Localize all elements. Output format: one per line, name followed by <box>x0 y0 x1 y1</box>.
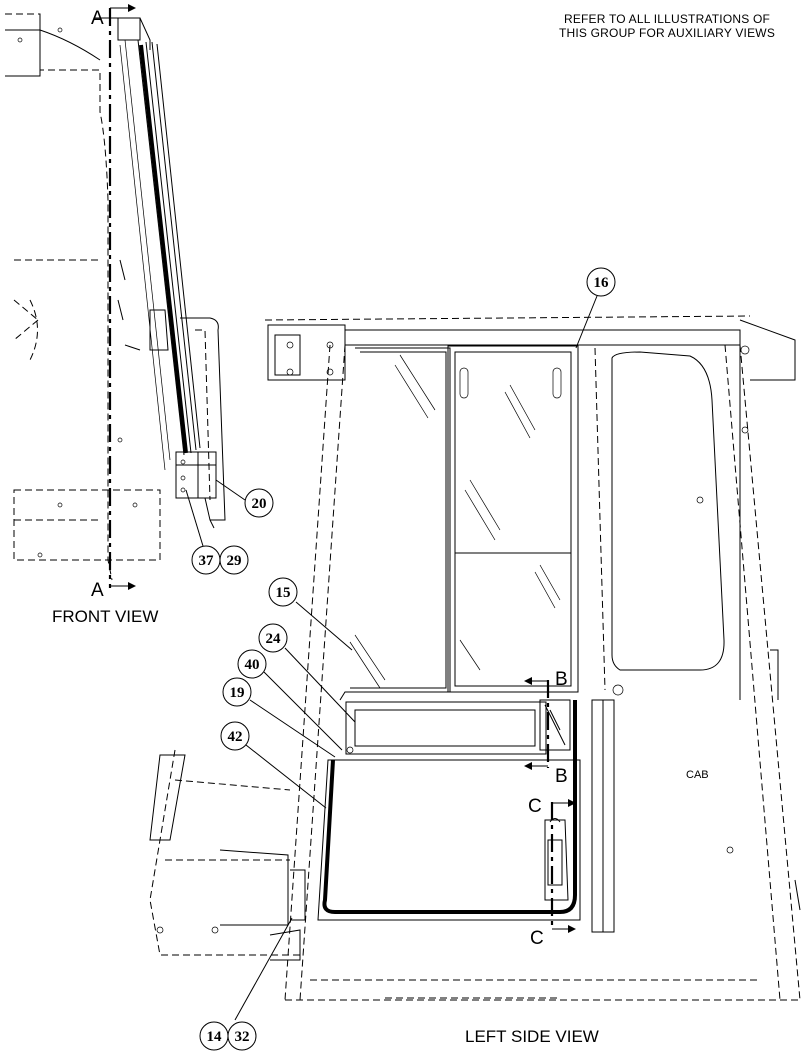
callout-20-label: 20 <box>252 496 267 512</box>
callout-19: 19 <box>222 677 336 758</box>
auxiliary-views-note: REFER TO ALL ILLUSTRATIONS OF THIS GROUP… <box>537 12 797 40</box>
callout-19-label: 19 <box>230 685 245 701</box>
section-mark-b-bottom: B <box>555 766 568 787</box>
note-line-1: REFER TO ALL ILLUSTRATIONS OF <box>563 12 771 26</box>
left-side-view-drawing <box>149 315 801 1001</box>
callout-42-label: 42 <box>228 729 243 745</box>
front-view-drawing <box>5 4 226 590</box>
section-mark-a-top: A <box>91 8 104 29</box>
callout-15-label: 15 <box>276 585 291 601</box>
section-mark-c-bottom: C <box>530 928 544 949</box>
callout-29-label: 29 <box>227 553 242 569</box>
callout-24-label: 24 <box>266 631 282 647</box>
callout-42: 42 <box>220 721 327 809</box>
section-mark-a-bottom: A <box>91 580 104 601</box>
left-side-view-label: LEFT SIDE VIEW <box>465 1027 599 1046</box>
callout-14-label: 14 <box>207 1029 223 1045</box>
callout-16: 16 <box>575 267 616 349</box>
callout-29: 29 <box>219 545 249 575</box>
section-mark-b-top: B <box>555 669 568 690</box>
callout-20: 20 <box>215 479 274 518</box>
section-mark-c-top: C <box>528 796 542 817</box>
callout-16-label: 16 <box>594 275 610 291</box>
callout-40-label: 40 <box>245 657 260 673</box>
callout-37: 37 <box>185 489 221 575</box>
note-line-2: THIS GROUP FOR AUXILIARY VIEWS <box>558 26 776 40</box>
callout-40: 40 <box>237 649 343 751</box>
callout-15: 15 <box>268 577 353 651</box>
callout-24: 24 <box>258 623 356 723</box>
callout-32: 32 <box>227 1021 257 1051</box>
cab-label: CAB <box>686 769 709 781</box>
callout-37-label: 37 <box>199 553 215 569</box>
callout-32-label: 32 <box>235 1029 250 1045</box>
front-view-label: FRONT VIEW <box>52 607 159 626</box>
